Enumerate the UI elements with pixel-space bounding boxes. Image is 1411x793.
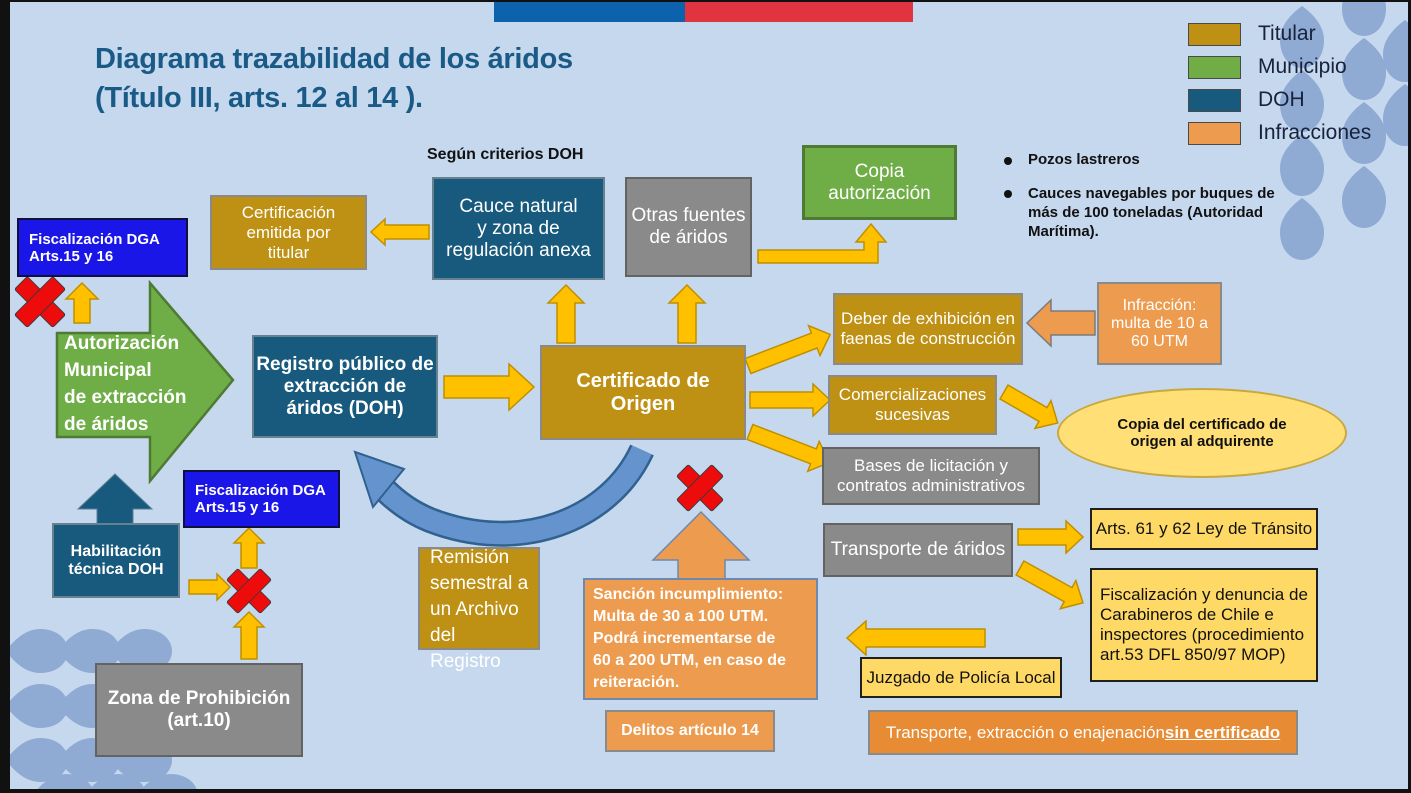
page-title-line2: (Título III, arts. 12 al 14 ). xyxy=(95,82,423,114)
node-copia-adquirente: Copia del certificado de origen al adqui… xyxy=(1057,388,1347,478)
bullet-cauces-navegables: Cauces navegables por buques de más de 1… xyxy=(1028,185,1275,240)
node-cauce-natural: Cauce natural y zona de regulación anexa xyxy=(432,177,605,280)
frame-top xyxy=(0,0,1411,2)
sin-certificado-bold: sin certificado xyxy=(1164,722,1281,742)
node-delitos-articulo-14: Delitos artículo 14 xyxy=(605,710,775,752)
node-sin-certificado: Transporte, extracción o enajenación sin… xyxy=(868,710,1298,755)
page-title: Diagrama trazabilidad de los áridos (Tít… xyxy=(95,40,573,118)
node-fiscalizacion-dga-1: Fiscalización DGA Arts.15 y 16 xyxy=(17,218,188,277)
legend-swatch-infracciones xyxy=(1188,121,1241,145)
node-infraccion-multa: Infracción: multa de 10 a 60 UTM xyxy=(1097,282,1222,365)
teal-up-arrow xyxy=(76,473,154,525)
node-otras-fuentes: Otras fuentes de áridos xyxy=(625,177,752,277)
frame-bottom xyxy=(0,789,1411,793)
legend-row-infracciones: Infracciones xyxy=(1188,121,1371,145)
node-certificacion-titular: Certificación emitida por titular xyxy=(210,195,367,270)
legend-swatch-titular xyxy=(1188,22,1241,46)
legend-label-infracciones: Infracciones xyxy=(1258,121,1372,144)
node-zona-prohibicion: Zona de Prohibición (art.10) xyxy=(95,663,303,757)
orange-infraccion-arrow xyxy=(1025,298,1096,348)
node-remision-label: Remisión semestral a un Archivo del Regi… xyxy=(430,547,529,672)
legend-swatch-municipio xyxy=(1188,55,1241,79)
node-fiscalizacion-denuncia: Fiscalización y denuncia de Carabineros … xyxy=(1090,568,1318,682)
legend-label-doh: DOH xyxy=(1258,88,1305,111)
bullet-pozos-lastreros: Pozos lastreros xyxy=(1028,151,1140,168)
page-title-line1: Diagrama trazabilidad de los áridos xyxy=(95,43,573,75)
node-certificado-origen: Certificado de Origen xyxy=(540,345,746,440)
node-habilitacion-tecnica: Habilitación técnica DOH xyxy=(52,523,180,598)
flag-bar-red xyxy=(685,2,913,22)
flag-bar-blue xyxy=(494,2,685,22)
legend-label-titular: Titular xyxy=(1258,22,1316,45)
node-deber-exhibicion: Deber de exhibición en faenas de constru… xyxy=(833,293,1023,365)
node-copia-autorizacion: Copia autorización xyxy=(802,145,957,220)
legend-row-municipio: Municipio xyxy=(1188,55,1347,79)
node-bases-licitacion: Bases de licitación y contratos administ… xyxy=(822,447,1040,505)
legend-label-municipio: Municipio xyxy=(1258,55,1347,78)
label-segun-criterios-doh: Según criterios DOH xyxy=(427,146,584,163)
bullet-dot-2 xyxy=(1004,190,1012,198)
node-fiscalizacion-dga-2: Fiscalización DGA Arts.15 y 16 xyxy=(183,470,340,528)
sin-certificado-prefix: Transporte, extracción o enajenación xyxy=(885,722,1165,742)
frame-left xyxy=(0,0,10,793)
node-arts-61-62: Arts. 61 y 62 Ley de Tránsito xyxy=(1090,508,1318,550)
node-sancion-incumplimiento: Sanción incumplimiento: Multa de 30 a 10… xyxy=(583,578,818,700)
node-autorizacion-municipal-label: Autorización Municipal de extracción de … xyxy=(64,333,187,435)
yellow-arrows xyxy=(64,217,1085,660)
bullet-dot-1 xyxy=(1004,157,1012,165)
legend-row-titular: Titular xyxy=(1188,22,1316,46)
node-comercializaciones: Comercializaciones sucesivas xyxy=(828,375,997,435)
frame-right xyxy=(1408,0,1411,793)
green-municipal-arrow xyxy=(55,279,235,485)
node-juzgado-policia: Juzgado de Policía Local xyxy=(860,657,1062,698)
swoosh-feedback-arrow xyxy=(353,444,654,547)
legend-swatch-doh xyxy=(1188,88,1241,112)
legend-row-doh: DOH xyxy=(1188,88,1305,112)
node-transporte-aridos: Transporte de áridos xyxy=(823,523,1013,577)
node-remision-box xyxy=(418,547,540,650)
orange-sancion-up-arrow xyxy=(651,510,751,581)
node-registro-publico: Registro público de extracción de áridos… xyxy=(252,335,438,438)
